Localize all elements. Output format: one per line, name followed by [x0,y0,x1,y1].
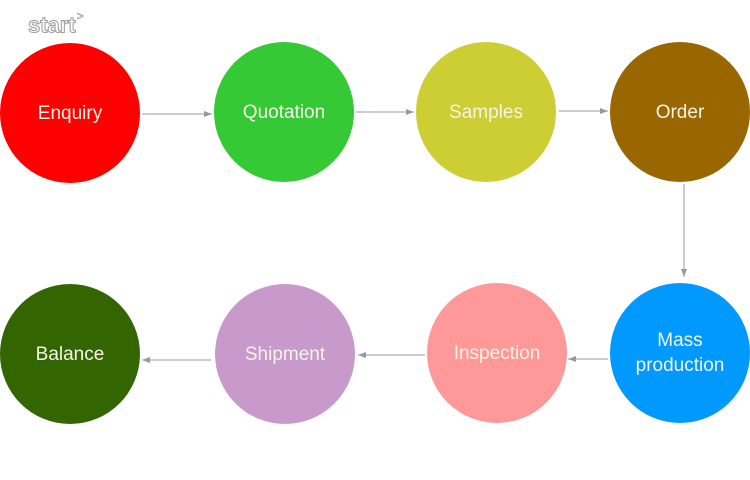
node-inspection: Inspection [427,283,567,423]
node-label-line2: production [635,355,725,376]
node-label: Samples [449,101,523,123]
node-balance: Balance [0,284,140,424]
node-label: Balance [35,343,105,365]
node-label: Shipment [244,343,326,365]
node-shipment: Shipment [215,284,355,424]
node-label: Enquiry [37,102,103,124]
start-logo: start> [28,8,85,38]
node-label: Mass production [636,328,725,378]
node-quotation: Quotation [214,42,354,182]
node-label: Quotation [242,101,326,123]
node-label-line1: Mass [657,330,703,351]
node-mass-production: Mass production [610,283,750,423]
logo-mark: > [76,9,84,24]
node-order: Order [610,42,750,182]
node-label: Inspection [453,342,541,364]
logo-text: start [28,12,77,38]
node-enquiry: Enquiry [0,43,140,183]
node-samples: Samples [416,42,556,182]
node-label: Order [655,101,705,123]
